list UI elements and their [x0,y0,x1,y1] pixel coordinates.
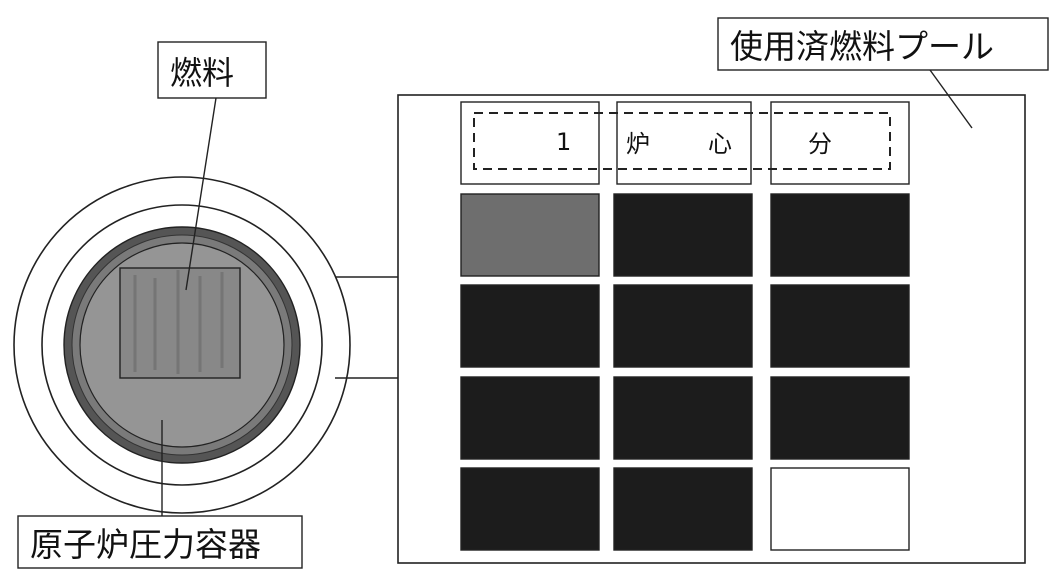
fuel-label-box [157,41,267,99]
pool-slot-r2-c1-filled [460,284,600,368]
reactor-pressure-vessel-label: 原子炉圧力容器 [30,525,261,564]
pool-slot-r1-c2-filled [613,193,753,277]
header-box-left [460,101,600,185]
pool-slot-r2-c3-filled [770,284,910,368]
one-core-dashed-frame [473,112,891,170]
fuel-texture [133,270,224,374]
one-core-bun: 分 [808,130,832,158]
pool-slot-r4-c3-empty [770,467,910,551]
pool-slot-r4-c1-filled [460,467,600,551]
pool-slot-r3-c3-filled [770,376,910,460]
reactor-building [13,176,351,514]
spent-fuel-pool-leader-line [929,69,973,129]
pool-slot-r3-c1-filled [460,376,600,460]
pool-slot-r3-c2-filled [613,376,753,460]
one-core-shin: 心 [708,130,732,158]
one-core-number: 1 [556,128,571,156]
spent-fuel-pool-label: 使用済燃料プール [730,27,994,66]
pool-slot-r2-c2-filled [613,284,753,368]
fuel-core-square [119,267,241,379]
reactor-pressure-vessel-callout: 原子炉圧力容器 [17,420,303,569]
one-core-ro: 炉 [626,130,650,158]
pool-slot-r1-c1-hatched [460,193,600,277]
pool-slot-r1-c3-filled [770,193,910,277]
header-box-right [770,101,910,185]
fuel-callout: 燃料 [157,41,267,291]
pool-storage-grid [460,193,910,551]
one-core-header: 1 炉 心 分 [460,101,910,185]
reactor-pressure-vessel-label-box [17,515,303,569]
spent-fuel-pool-label-box [717,17,1049,71]
pool-slot-r4-c2-filled [613,467,753,551]
spent-fuel-pool-callout: 使用済燃料プール [717,17,1049,129]
header-box-middle [616,101,752,185]
fuel-label: 燃料 [170,54,234,92]
fuel-leader-line [185,97,217,291]
